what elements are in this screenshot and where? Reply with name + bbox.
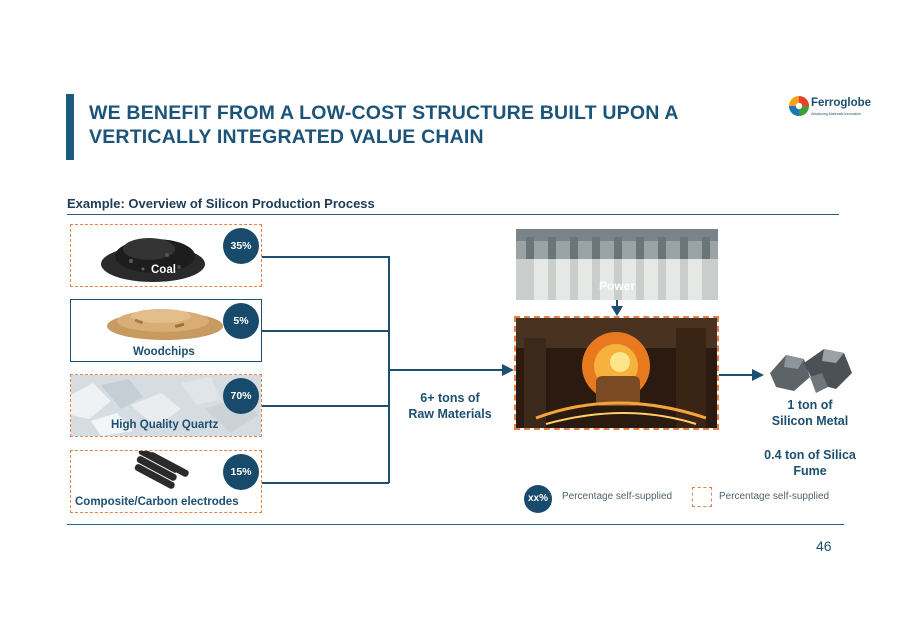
silica-fume-line-2: Fume xyxy=(793,464,827,478)
connector-electrodes xyxy=(262,482,389,484)
dam-image xyxy=(516,229,718,300)
raw-materials-line-1: 6+ tons of xyxy=(420,391,480,405)
silica-fume-label: 0.4 ton of Silica Fume xyxy=(752,447,868,479)
input-coal-box: Coal 35% xyxy=(70,224,262,287)
silica-fume-line-1: 0.4 ton of Silica xyxy=(764,448,856,462)
title-accent-bar xyxy=(66,94,74,160)
arrow-to-furnace-icon xyxy=(502,364,514,376)
connector-woodchips xyxy=(262,330,389,332)
percent-badge-electrodes: 15% xyxy=(223,454,259,490)
logo-tagline: Advancing Materials Innovation xyxy=(811,112,861,116)
input-label-electrodes: Composite/Carbon electrodes xyxy=(75,496,239,508)
connector-quartz xyxy=(262,405,389,407)
furnace-image xyxy=(516,318,717,428)
percent-badge-woodchips: 5% xyxy=(223,303,259,339)
input-quartz-box: High Quality Quartz 70% xyxy=(70,374,262,437)
ferroglobe-logo: Ferroglobe Advancing Materials Innovatio… xyxy=(788,93,878,123)
coal-image xyxy=(101,238,205,282)
input-label-coal: Coal xyxy=(151,264,176,276)
silicon-metal-line-1: 1 ton of xyxy=(787,398,833,412)
legend-dashed-text: Percentage self-supplied xyxy=(719,491,830,502)
power-label: Power xyxy=(598,279,635,293)
electrodes-image xyxy=(134,451,189,489)
section-subtitle: Example: Overview of Silicon Production … xyxy=(67,196,375,211)
legend-badge: xx% xyxy=(524,485,552,513)
raw-materials-label: 6+ tons of Raw Materials xyxy=(398,390,502,422)
logo-name: Ferroglobe xyxy=(811,97,872,109)
percent-badge-coal: 35% xyxy=(223,228,259,264)
ferroglobe-globe-icon xyxy=(789,96,809,116)
connector-to-furnace xyxy=(389,369,505,371)
silicon-metal-image xyxy=(770,349,852,393)
connector-coal xyxy=(262,256,389,258)
arrow-to-output-icon xyxy=(752,369,764,381)
page-title: WE BENEFIT FROM A LOW-COST STRUCTURE BUI… xyxy=(89,101,729,149)
page-number: 46 xyxy=(816,538,832,554)
percent-badge-quartz: 70% xyxy=(223,378,259,414)
raw-materials-line-2: Raw Materials xyxy=(408,407,492,421)
connector-vertical xyxy=(388,256,390,483)
subtitle-rule xyxy=(67,214,839,215)
footer-rule xyxy=(67,524,844,525)
silicon-metal-label: 1 ton of Silicon Metal xyxy=(752,397,868,429)
furnace-image-box xyxy=(514,316,719,430)
input-woodchips-box: Woodchips 5% xyxy=(70,299,262,362)
legend-dashed-box xyxy=(692,487,712,507)
page-title-line-2: VERTICALLY INTEGRATED VALUE CHAIN xyxy=(89,126,484,148)
connector-to-output xyxy=(719,374,755,376)
woodchips-image xyxy=(107,309,223,340)
page-title-line-1: WE BENEFIT FROM A LOW-COST STRUCTURE BUI… xyxy=(89,102,679,124)
input-label-woodchips: Woodchips xyxy=(133,346,195,358)
connector-power xyxy=(616,300,618,308)
silicon-metal-line-2: Silicon Metal xyxy=(771,414,849,428)
arrow-power-icon xyxy=(611,306,623,316)
power-image: Power xyxy=(516,229,718,300)
legend-badge-text: Percentage self-supplied xyxy=(562,491,673,502)
input-electrodes-box: Composite/Carbon electrodes 15% xyxy=(70,450,262,513)
input-label-quartz: High Quality Quartz xyxy=(111,419,219,431)
